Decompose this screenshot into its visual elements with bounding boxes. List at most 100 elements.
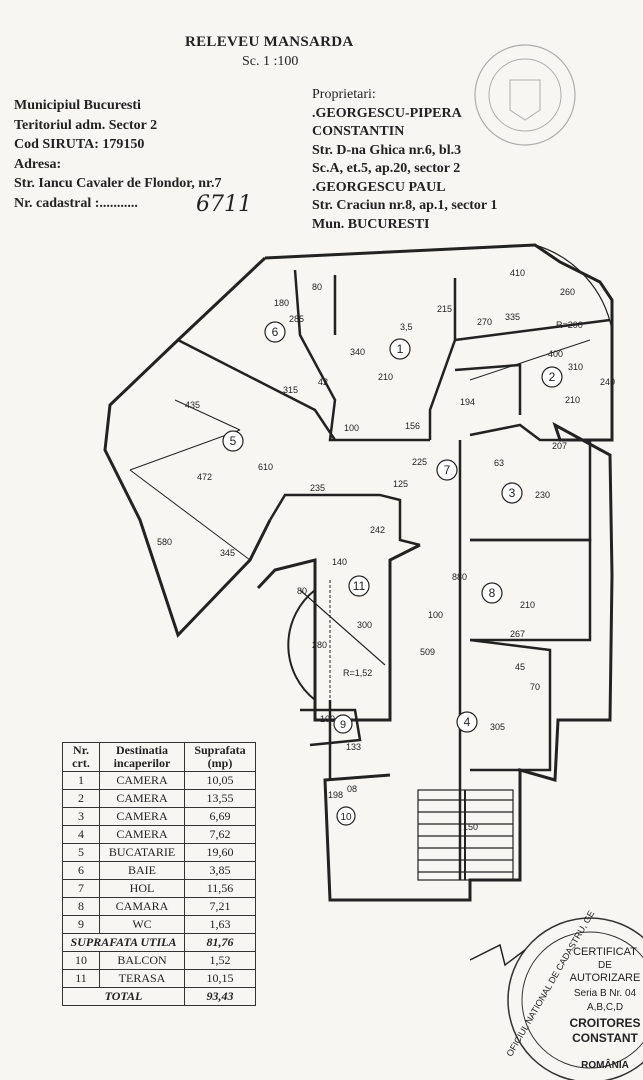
stairs xyxy=(417,789,514,881)
dim-label: 300 xyxy=(357,620,372,630)
certificate-text: OFICIUL NATIONAL DE CADASTRU, GE CERTIFI… xyxy=(504,909,640,1071)
table-cell-area: 13,55 xyxy=(184,789,256,808)
dim-label: 207 xyxy=(552,441,567,451)
table-cell-dest: BUCATARIE xyxy=(99,843,185,862)
table-cell-area: 10,05 xyxy=(184,771,256,790)
util-label: SUPRAFATA UTILA xyxy=(62,933,185,952)
dim-label: 45 xyxy=(515,662,525,672)
room-marker xyxy=(222,430,244,452)
room-marker xyxy=(348,575,370,597)
room-number: 2 xyxy=(549,370,556,384)
dim-label: 156 xyxy=(405,421,420,431)
room2-arc xyxy=(534,244,613,331)
cert-line: A,B,C,D xyxy=(587,1002,623,1013)
table-cell-dest: TERASA xyxy=(99,969,185,988)
dim-label: 610 xyxy=(258,462,273,472)
dim-label: 260 xyxy=(560,287,575,297)
room-number: 6 xyxy=(272,325,279,339)
location-line: Municipiul Bucuresti xyxy=(14,98,141,113)
table-row-total: TOTAL 93,43 xyxy=(62,987,256,1006)
room-number: 4 xyxy=(464,715,471,729)
table-header-row: Nr. crt. Destinatia incaperilor Suprafat… xyxy=(62,742,256,772)
room-number: 5 xyxy=(230,434,237,448)
table-cell-area: 6,69 xyxy=(184,807,256,826)
dim-label: 880 xyxy=(452,572,467,582)
dim-label: 280 xyxy=(312,640,327,650)
seal-stamp xyxy=(474,44,576,146)
dim-label: 140 xyxy=(332,557,347,567)
kitchen-diagonals xyxy=(129,399,251,561)
dim-label: 310 xyxy=(568,362,583,372)
table-row-util: SUPRAFATA UTILA 81,76 xyxy=(62,933,256,952)
total-value: 93,43 xyxy=(184,987,256,1006)
dim-label: 42 xyxy=(318,377,328,387)
dim-label: 215 xyxy=(437,304,452,314)
room-number: 8 xyxy=(489,586,496,600)
table-cell-area: 19,60 xyxy=(184,843,256,862)
table-cell-nr: 2 xyxy=(62,789,100,808)
location-line: Adresa: xyxy=(14,156,62,172)
room-number: 3 xyxy=(509,486,516,500)
dim-label: 270 xyxy=(477,317,492,327)
table-cell-nr: 11 xyxy=(62,969,100,988)
owners-label: Proprietari: xyxy=(312,87,376,102)
scale-label: Sc. 1 :100 xyxy=(242,54,299,69)
cert-line: AUTORIZARE xyxy=(570,972,641,984)
room-marker xyxy=(333,714,353,734)
table-cell-dest: CAMERA xyxy=(99,771,185,790)
dim-label: 410 xyxy=(510,268,525,278)
dim-label: 63 xyxy=(494,458,504,468)
dim-label: 285 xyxy=(289,314,304,324)
dim-label: 267 xyxy=(510,629,525,639)
table-cell-dest: CAMERA xyxy=(99,807,185,826)
cert-line: CROITORES xyxy=(569,1016,640,1030)
dim-label: 100 xyxy=(344,423,359,433)
dim-label: 315 xyxy=(283,385,298,395)
dim-label: 198 xyxy=(328,790,343,800)
dim-label: 435 xyxy=(185,400,200,410)
dim-label: R=1,52 xyxy=(343,668,372,678)
table-cell-dest: CAMERA xyxy=(99,825,185,844)
owner-line: Str. D-na Ghica nr.6, bl.3 xyxy=(312,142,462,158)
table-cell-dest: BALCON xyxy=(99,951,185,970)
dim-label: 08 xyxy=(347,784,357,794)
owner-line: Mun. BUCURESTI xyxy=(312,216,430,232)
location-line: Cod SIRUTA: 179150 xyxy=(14,137,145,152)
table-cell-nr: 3 xyxy=(62,807,100,826)
dim-label: 3,5 xyxy=(400,322,413,332)
table-cell-nr: 1 xyxy=(62,771,100,790)
room-marker xyxy=(501,482,523,504)
room-marker xyxy=(389,338,411,360)
table-cell-area: 10,15 xyxy=(184,969,256,988)
table-cell-nr: 7 xyxy=(62,879,100,898)
cert-line: CERTIFICAT xyxy=(573,946,637,958)
owner-line: Sc.A, et.5, ap.20, sector 2 xyxy=(312,161,461,176)
interior-walls xyxy=(177,269,611,880)
dim-label: 70 xyxy=(530,682,540,692)
table-cell-nr: 6 xyxy=(62,861,100,880)
room2-diagonal xyxy=(469,339,591,381)
table-cell-area: 1,63 xyxy=(184,915,256,934)
table-cell-area: 7,21 xyxy=(184,897,256,916)
terrace-diagonal xyxy=(299,589,386,666)
table-header: Suprafata (mp) xyxy=(184,742,256,772)
owner-line: .GEORGESCU PAUL xyxy=(312,179,446,195)
dim-label: 472 xyxy=(197,472,212,482)
dim-label: 509 xyxy=(420,647,435,657)
dim-label: 210 xyxy=(565,395,580,405)
dimension-labels: 80 180 285 215 3,5 340 210 42 270 335 41… xyxy=(157,268,615,832)
cert-line: DE xyxy=(598,960,612,971)
room-markers xyxy=(222,321,563,826)
table-cell-area: 7,62 xyxy=(184,825,256,844)
owner-line: .GEORGESCU-PIPERA xyxy=(312,105,462,121)
table-cell-nr: 8 xyxy=(62,897,100,916)
